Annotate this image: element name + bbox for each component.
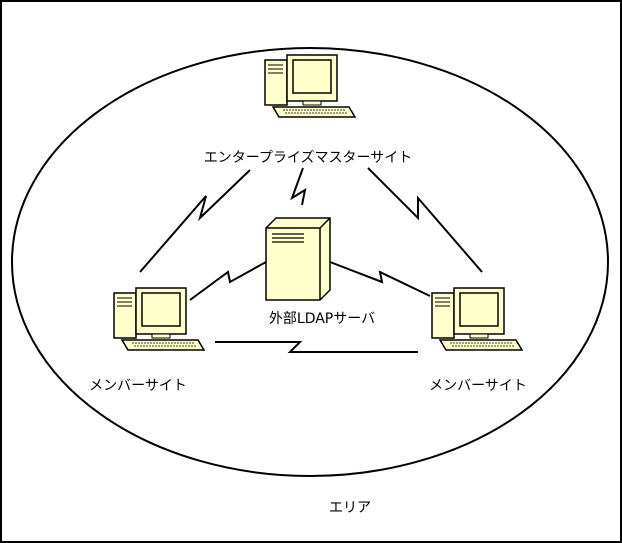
ldap-server-icon (265, 217, 331, 301)
link-master-member-left (139, 169, 251, 273)
member-site-right-label: メンバーサイト (429, 378, 527, 394)
area-label: エリア (329, 500, 371, 516)
link-member-left-member-right (215, 341, 418, 353)
area-ellipse (11, 47, 609, 477)
master-site-label: エンタープライズマスターサイト (204, 150, 412, 166)
link-master-member-right (367, 167, 483, 273)
link-master-ldap (290, 167, 307, 206)
ldap-server-label: 外部LDAPサーバ (269, 311, 375, 327)
member-site-left-label: メンバーサイト (89, 378, 187, 394)
link-ldap-member-left (189, 261, 267, 301)
link-ldap-member-right (329, 261, 431, 297)
